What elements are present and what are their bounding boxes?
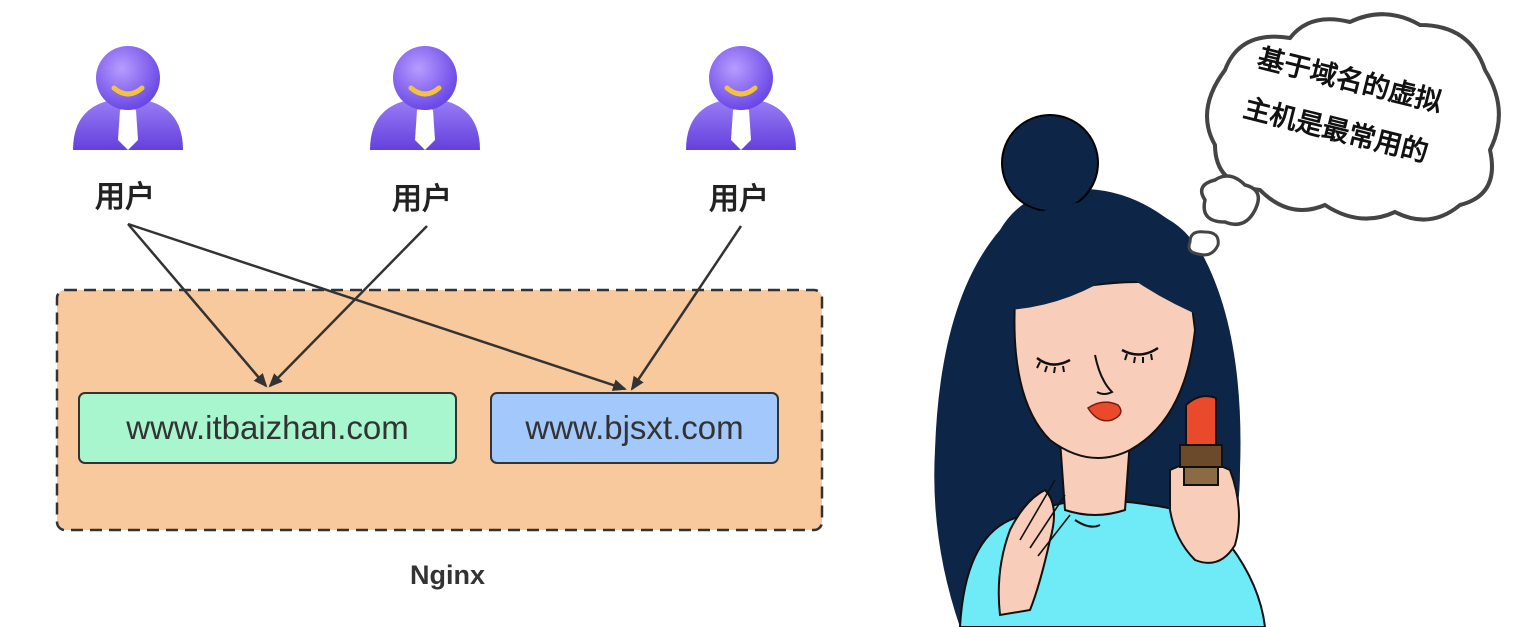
user-label-1: 用户: [95, 180, 155, 215]
arrow-user3-to-bjsxt: [630, 225, 743, 391]
user-label-2: 用户: [392, 182, 452, 217]
host-domain-itbaizhan: www.itbaizhan.com: [126, 409, 409, 446]
girl-illustration: [934, 114, 1267, 627]
host-domain-bjsxt: www.bjsxt.com: [525, 409, 744, 446]
user-icon-2: [370, 46, 480, 150]
arrow-user2-to-itbaizhan: [268, 225, 428, 388]
host-box-bjsxt: www.bjsxt.com: [490, 392, 779, 464]
user-icon-1: [73, 46, 183, 150]
user-label-3: 用户: [709, 182, 769, 217]
arrow-user1-to-bjsxt: [127, 222, 627, 391]
nginx-label: Nginx: [410, 560, 486, 590]
user-icon-3: [686, 46, 796, 150]
host-box-itbaizhan: www.itbaizhan.com: [78, 392, 457, 464]
thought-bubble: [1187, 12, 1501, 257]
arrow-user1-to-itbaizhan: [127, 223, 268, 388]
